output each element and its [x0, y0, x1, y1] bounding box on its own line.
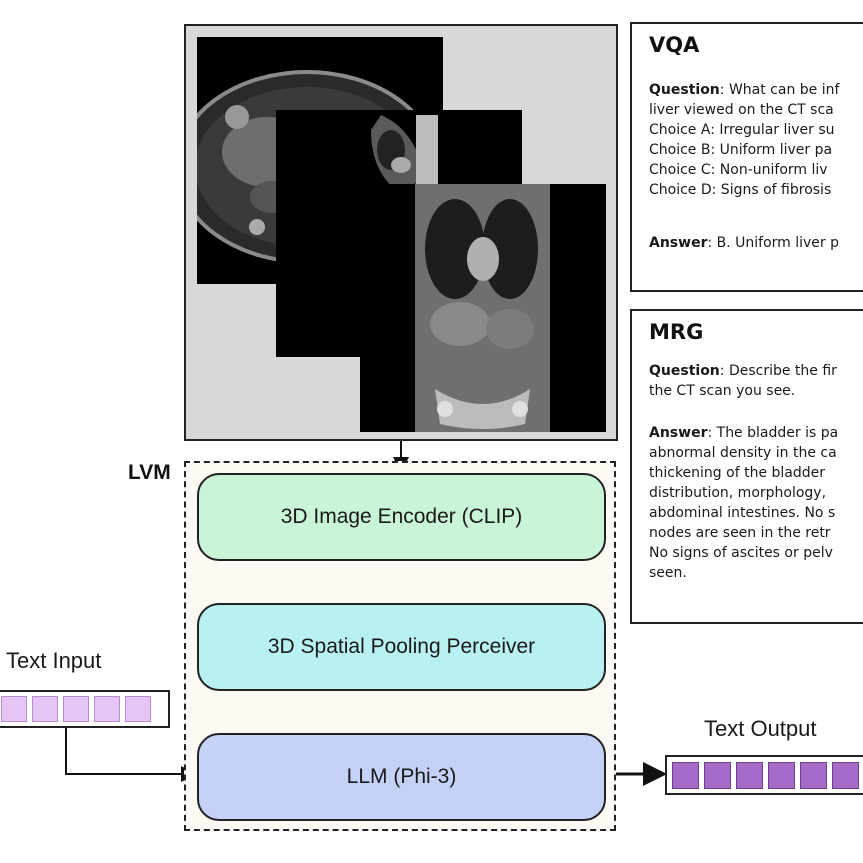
- vqa-choice-b: Choice B: Uniform liver pa: [649, 142, 833, 158]
- mrg-answer-line: No signs of ascites or pelv: [649, 545, 833, 561]
- output-token: [800, 761, 827, 789]
- ct-scan-panel: [184, 24, 618, 441]
- mrg-answer-line: thickening of the bladder: [649, 465, 826, 481]
- input-token: [32, 696, 58, 722]
- vqa-card: VQA Question: What can be inf liver view…: [630, 22, 863, 292]
- vqa-question: Question: What can be inf liver viewed o…: [649, 80, 839, 120]
- mrg-question: Question: Describe the fir the CT scan y…: [649, 361, 837, 401]
- input-token: [125, 696, 151, 722]
- vqa-answer-label: Answer: [649, 235, 708, 251]
- mrg-answer-line: : The bladder is pa: [707, 425, 839, 441]
- arrow-input-to-llm: [65, 728, 197, 782]
- input-token: [1, 696, 27, 722]
- text-input-tokens: [0, 690, 170, 728]
- mrg-card: MRG Question: Describe the fir the CT sc…: [630, 309, 863, 624]
- input-token: [63, 696, 89, 722]
- mrg-answer-line: nodes are seen in the retr: [649, 525, 831, 541]
- mrg-answer-label: Answer: [649, 425, 708, 441]
- spatial-pooling-block: 3D Spatial Pooling Perceiver: [197, 603, 606, 691]
- mrg-answer-line: distribution, morphology,: [649, 485, 827, 501]
- ct-coronal-slice: [360, 184, 606, 432]
- vqa-question-label: Question: [649, 82, 720, 98]
- llm-block: LLM (Phi-3): [197, 733, 606, 821]
- text-output-tokens: [665, 755, 863, 795]
- mrg-question-line: : Describe the fir: [719, 363, 837, 379]
- input-token: [94, 696, 120, 722]
- lvm-label: LVM: [128, 461, 171, 484]
- vqa-choice-a: Choice A: Irregular liver su: [649, 122, 835, 138]
- text-output-label: Text Output: [704, 716, 817, 741]
- output-token: [832, 761, 859, 789]
- output-token: [704, 761, 731, 789]
- vqa-question-line: : What can be inf: [719, 82, 840, 98]
- output-token: [672, 761, 699, 789]
- coronal-slice-image: [415, 184, 550, 432]
- mrg-title: MRG: [649, 320, 704, 344]
- vqa-question-line: liver viewed on the CT sca: [649, 102, 834, 118]
- mrg-question-line: the CT scan you see.: [649, 383, 796, 399]
- vqa-answer: Answer: B. Uniform liver p: [649, 233, 839, 253]
- text-input-label: Text Input: [6, 648, 102, 673]
- vqa-choices: Choice A: Irregular liver su Choice B: U…: [649, 120, 835, 200]
- vqa-choice-c: Choice C: Non-uniform liv: [649, 162, 828, 178]
- vqa-choice-d: Choice D: Signs of fibrosis: [649, 182, 832, 198]
- mrg-question-label: Question: [649, 363, 720, 379]
- vqa-title: VQA: [649, 33, 700, 57]
- sagittal-slice-image: [371, 115, 438, 190]
- output-token: [768, 761, 795, 789]
- mrg-answer-line: abnormal density in the ca: [649, 445, 837, 461]
- image-encoder-block: 3D Image Encoder (CLIP): [197, 473, 606, 561]
- mrg-answer-line: seen.: [649, 565, 687, 581]
- mrg-answer-line: abdominal intestines. No s: [649, 505, 836, 521]
- vqa-answer-text: : B. Uniform liver p: [707, 235, 840, 251]
- mrg-answer: Answer: The bladder is pa abnormal densi…: [649, 423, 838, 583]
- output-token: [736, 761, 763, 789]
